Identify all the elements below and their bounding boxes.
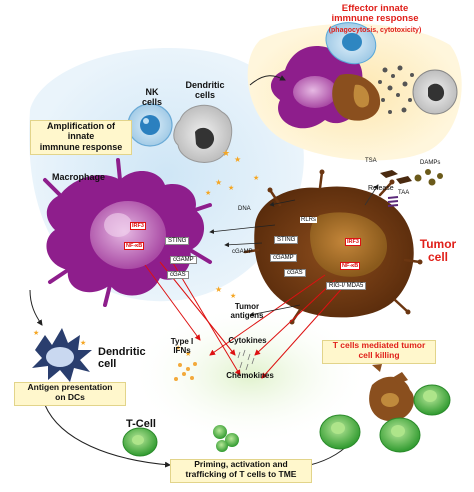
macrophage-nfkb-tag: NF-κB [124,242,145,250]
macrophage-irf3-tag: IRF3 [130,222,146,230]
antigen-stars: ★ ★ ★ ★ ★ ★ ★ ★ ★ ★ [175,149,259,358]
dendritic-cell-bottom-line2: cell [98,358,117,371]
effector-title-line2: immnune response [331,13,419,25]
t-cell-left [122,427,158,457]
tumor-rig-tag: RIG-I/ MDA5 [326,282,367,290]
amplification-line1: Amplification of [47,121,115,131]
dendritic-cells-top-line2: cells [194,89,216,100]
tumor-cell-label: Tumor cell [410,237,466,265]
macrophage-cgamp-tag: cGAMP [170,256,197,264]
dendritic-cell-bottom-line1: Dendritic [98,346,146,358]
tumor-antigens-label: Tumor antigens [222,302,272,321]
svg-text:★: ★ [234,155,241,164]
priming-line1: Priming, activation and [194,459,288,469]
effector-title-line1: Effector innate [341,3,409,14]
release-tsa: TSA [365,158,377,164]
macrophage-sting-tag: STING [165,237,190,245]
antigen-presentation-box: Antigen presentation on DCs [14,382,126,406]
tumor-cell-line2: cell [427,250,448,265]
tumor-sting-tag: STING [274,236,299,244]
dendritic-cells-top-label: Dendritic cells [180,80,230,101]
macrophage-cgas-tag: cGAS [167,271,189,279]
type1-ifn-line2: IFNs [173,345,191,355]
svg-text:★: ★ [222,149,230,159]
tumor-antigens-line1: Tumor [234,302,260,311]
dendritic-cells-top-line1: Dendritic [185,80,225,90]
priming-line2: trafficking of T cells to TME [185,468,297,479]
svg-text:★: ★ [185,350,191,358]
nk-cells-label: NK cells [132,87,172,108]
cytokines-label: Cytokines [228,336,267,345]
tumor-cgas-tag: cGAS [284,269,306,277]
tcell-killing-line2: cell killing [358,349,400,360]
tumor-rlrs-label: RLRs [300,217,318,223]
effector-title: Effector innate immnune response [300,3,450,25]
svg-text:★: ★ [215,285,222,294]
svg-text:★: ★ [253,174,259,182]
svg-text:★: ★ [175,344,181,352]
nk-cells-line2: cells [141,96,163,107]
release-damps: DAMPs [420,160,441,166]
svg-text:★: ★ [80,339,86,347]
tumor-cgamp-tag: cGAMP [270,254,297,262]
type1-ifn-label: Type I IFNs [162,337,202,356]
effector-subtitle: (phagocytosis, cytotoxicity) [328,27,422,34]
svg-text:★: ★ [215,178,222,187]
antigen-presentation-line2: on DCs [55,391,85,402]
tcell-killing-cluster [319,364,451,453]
svg-text:★: ★ [230,292,236,300]
release-items [364,169,443,207]
nk-cell-top [127,103,173,147]
dna-label: DNA [238,206,251,212]
dendritic-cell-bottom-label: Dendritic cell [98,346,152,370]
green-background-region [130,305,370,445]
dendritic-cell-bottom: ★ ★ ★ [32,328,92,392]
amplification-line3: immnune response [39,141,123,152]
antigen-presentation-line1: Antigen presentation [27,382,113,392]
middle-cgamp-label: cGAMP [232,249,253,255]
svg-text:★: ★ [205,189,211,197]
chemokines-label: Chemokines [226,371,274,380]
tumor-cell-line1: Tumor [419,237,457,251]
release-taa: TAA [398,190,410,196]
macrophage-label: Macrophage [52,172,106,182]
svg-text:★: ★ [228,184,234,192]
tumor-cell [243,169,423,325]
tumor-antigens-line2: antigens [230,310,264,320]
tcell-label: T-Cell [126,418,156,430]
macrophage-cell [43,158,212,307]
priming-box: Priming, activation and trafficking of T… [170,459,312,483]
tumor-nfkb-tag: NF-κB [340,262,361,270]
amplification-box: Amplification of innate immnune response [30,120,132,155]
type1-ifn-line1: Type I [170,337,194,346]
dendritic-cell-top [173,104,233,163]
release-label: Release [368,185,394,192]
effector-cluster [270,22,458,129]
cytokine-marks [237,349,255,371]
tcell-killing-line1: T cells mediated tumor [332,340,426,350]
tumor-irf3-tag: IRF3 [345,238,361,246]
nk-cells-line1: NK [145,87,159,97]
amplification-line2: innate [67,131,95,142]
t-cells-middle [213,425,239,452]
svg-text:★: ★ [33,329,39,337]
ifn-dots [174,362,197,381]
tcell-killing-box: T cells mediated tumor cell killing [322,340,436,364]
